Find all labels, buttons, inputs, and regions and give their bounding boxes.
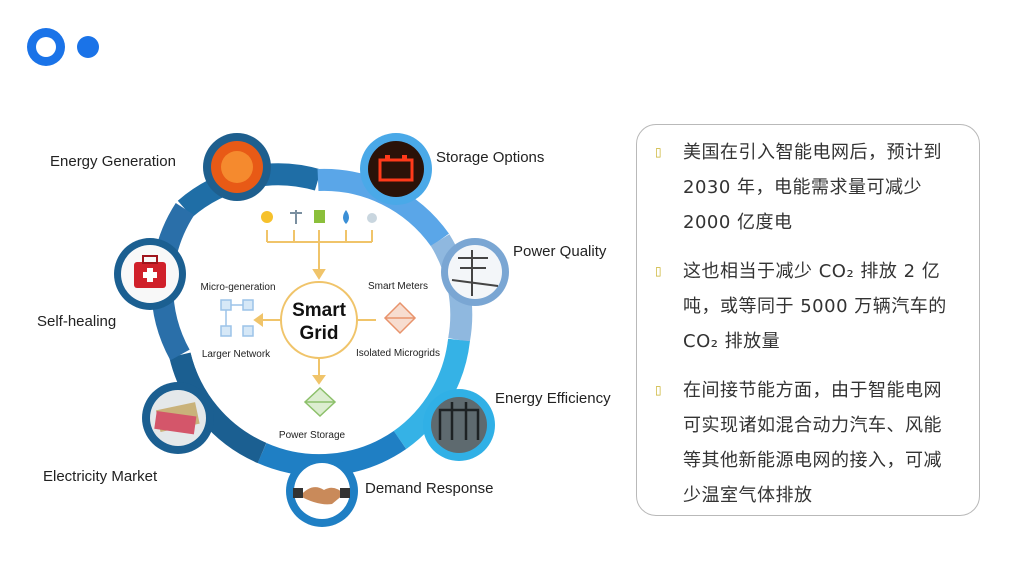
- power-quality-label: Power Quality: [513, 243, 607, 260]
- demand-response-label: Demand Response: [365, 480, 493, 497]
- node-demand-response: [286, 455, 358, 527]
- energy-efficiency-label: Energy Efficiency: [495, 390, 611, 407]
- isolated-microgrids-label: Isolated Microgrids: [356, 348, 440, 359]
- node-energy-efficiency: [423, 389, 495, 461]
- center-title-line2: Grid: [299, 323, 338, 344]
- bullet-line: 等其他新能源电网的接入，可减: [683, 443, 942, 478]
- bullet-line: 2030 年，电能需求量可减少: [683, 170, 942, 205]
- larger-network-label: Larger Network: [202, 349, 271, 360]
- electricity-market-label: Electricity Market: [43, 468, 158, 485]
- micro-generation-label: Micro-generation: [200, 282, 275, 293]
- bullet-item: ▯ 在间接节能方面，由于智能电网 可实现诸如混合动力汽车、风能 等其他新能源电网…: [655, 373, 957, 513]
- bullet-line: CO₂ 排放量: [683, 324, 947, 359]
- center-title-line1: Smart: [292, 300, 347, 321]
- bullet-line: 吨，或等同于 5000 万辆汽车的: [683, 289, 947, 324]
- bullet-text: 在间接节能方面，由于智能电网 可实现诸如混合动力汽车、风能 等其他新能源电网的接…: [683, 373, 942, 513]
- bullet-text: 美国在引入智能电网后，预计到 2030 年，电能需求量可减少 2000 亿度电: [683, 135, 942, 240]
- bullet-mark: ▯: [655, 254, 683, 359]
- bullet-mark: ▯: [655, 135, 683, 240]
- smart-meters-label: Smart Meters: [368, 281, 428, 292]
- node-self-healing: [114, 238, 186, 310]
- info-panel: ▯ 美国在引入智能电网后，预计到 2030 年，电能需求量可减少 2000 亿度…: [636, 124, 980, 516]
- bullet-line: 可实现诸如混合动力汽车、风能: [683, 408, 942, 443]
- bullet-text: 这也相当于减少 CO₂ 排放 2 亿 吨，或等同于 5000 万辆汽车的 CO₂…: [683, 254, 947, 359]
- bullet-line: 这也相当于减少 CO₂ 排放 2 亿: [683, 254, 947, 289]
- node-storage-options: [360, 133, 432, 205]
- power-storage-label: Power Storage: [279, 430, 346, 441]
- storage-options-label: Storage Options: [436, 149, 544, 166]
- bullet-line: 少温室气体排放: [683, 478, 942, 513]
- node-energy-generation: [203, 133, 271, 201]
- smart-grid-diagram: Smart Grid Micro-generation Larger Netwo…: [0, 0, 640, 576]
- node-power-quality: [441, 238, 509, 306]
- bullet-item: ▯ 这也相当于减少 CO₂ 排放 2 亿 吨，或等同于 5000 万辆汽车的 C…: [655, 254, 957, 359]
- bullet-line: 在间接节能方面，由于智能电网: [683, 373, 942, 408]
- bullet-item: ▯ 美国在引入智能电网后，预计到 2030 年，电能需求量可减少 2000 亿度…: [655, 135, 957, 240]
- node-electricity-market: [142, 382, 214, 454]
- bullet-mark: ▯: [655, 373, 683, 513]
- bullet-line: 2000 亿度电: [683, 205, 942, 240]
- bullet-line: 美国在引入智能电网后，预计到: [683, 135, 942, 170]
- self-healing-label: Self-healing: [37, 313, 116, 330]
- energy-generation-label: Energy Generation: [50, 153, 176, 170]
